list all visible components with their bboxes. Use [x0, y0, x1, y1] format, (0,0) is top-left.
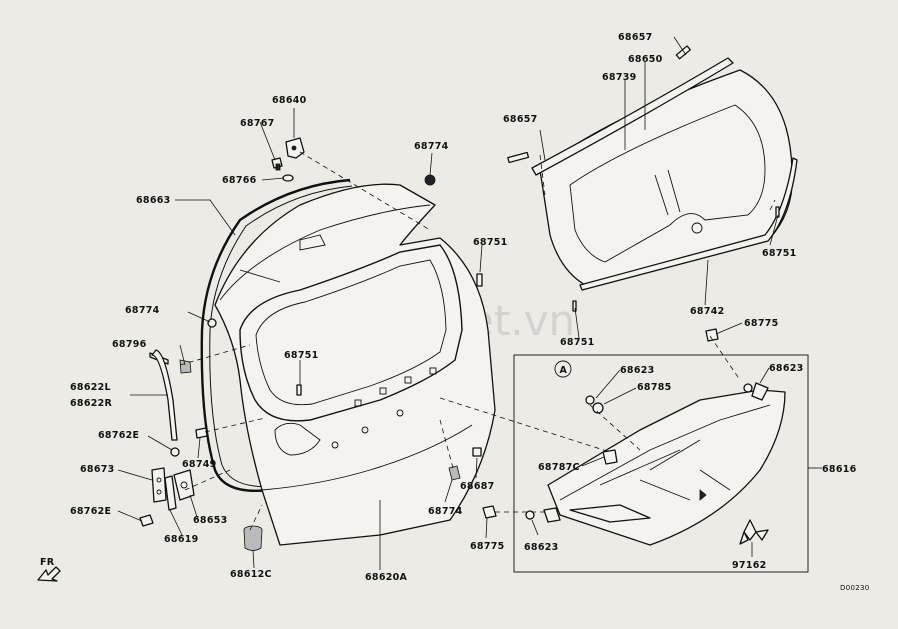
garnish-detail-box — [513, 354, 809, 573]
tailgate-panel — [214, 183, 496, 546]
clip-68775-upper — [705, 328, 719, 342]
part-label: 68774 — [428, 506, 463, 517]
grommet-68774-lower — [448, 465, 461, 481]
part-label: 68785 — [637, 382, 672, 393]
part-label: 68751 — [473, 237, 508, 248]
clip-68787c — [602, 449, 618, 465]
part-label: 68640 — [272, 95, 307, 106]
part-label: 68622L — [70, 382, 111, 393]
part-label: 68775 — [470, 541, 505, 552]
ball-stud-68749 — [195, 427, 208, 439]
front-direction-arrow — [37, 566, 61, 582]
part-label: 68657 — [618, 32, 653, 43]
clip-68657-top — [675, 45, 691, 60]
part-label: 68749 — [182, 459, 217, 470]
part-label: 68766 — [222, 175, 257, 186]
part-label: 68762E — [98, 430, 139, 441]
part-label: 68687 — [460, 481, 495, 492]
part-label: 68751 — [560, 337, 595, 348]
cover-68619 — [164, 475, 177, 511]
top-moulding — [531, 57, 734, 176]
part-label: 68623 — [620, 365, 655, 376]
grommet-68774-left — [207, 318, 217, 328]
garnish-small-emblem — [699, 489, 707, 501]
callout-a-circle — [554, 360, 572, 378]
clip-68657-left — [507, 151, 530, 164]
part-label: 68774 — [414, 141, 449, 152]
clip-68785 — [592, 402, 604, 414]
part-label: 68619 — [164, 534, 199, 545]
part-label: 68663 — [136, 195, 171, 206]
bolt-68767 — [271, 157, 283, 171]
ball-stud-68762e-upper — [170, 447, 180, 457]
bracket-68623-right — [751, 382, 769, 401]
part-label: 68751 — [762, 248, 797, 259]
guide-line — [299, 151, 431, 231]
front-direction-label: FR — [40, 557, 55, 568]
lamp-socket — [543, 507, 561, 523]
cap-68687 — [472, 447, 482, 457]
emblem-97162 — [739, 519, 769, 545]
part-label: 68787C — [538, 462, 580, 473]
leader-lines — [117, 36, 822, 570]
bolt-68762e-lower — [139, 514, 154, 527]
part-label: 68622R — [70, 398, 113, 409]
lower-moulding — [579, 157, 798, 291]
bracket-68653 — [173, 469, 195, 501]
garnish-68616 — [547, 389, 786, 546]
part-label: 68751 — [284, 350, 319, 361]
part-label: 68650 — [628, 54, 663, 65]
bump-stopper-68612c — [243, 525, 263, 551]
part-label: 68623 — [769, 363, 804, 374]
part-label: 68774 — [125, 305, 160, 316]
washer-68766 — [282, 174, 294, 182]
part-label: 68742 — [690, 306, 725, 317]
part-label: 68796 — [112, 339, 147, 350]
part-label: 97162 — [732, 560, 767, 571]
diagram-code: D00230 — [840, 584, 869, 592]
nut-68623-b — [525, 510, 535, 520]
grommet-68774-top — [424, 174, 436, 186]
part-label: 68775 — [744, 318, 779, 329]
part-label: 68620A — [365, 572, 408, 583]
hinge-68640 — [285, 137, 305, 159]
part-label: 68673 — [80, 464, 115, 475]
part-label: 68653 — [193, 515, 228, 526]
part-label: 68657 — [503, 114, 538, 125]
clip-68775-lower — [482, 505, 497, 519]
part-label: 68616 — [822, 464, 857, 475]
part-label: 68623 — [524, 542, 559, 553]
part-label: 68612C — [230, 569, 272, 580]
clip-68751-tailgate — [476, 273, 483, 287]
nut-68623-right — [743, 383, 753, 393]
part-label: 68739 — [602, 72, 637, 83]
nut-68623-a — [585, 395, 595, 405]
callout-a-letter: A — [560, 365, 568, 376]
part-label: 68767 — [240, 118, 275, 129]
bracket-68673 — [151, 467, 167, 503]
clip-68751-inner — [296, 384, 302, 396]
part-label: 68762E — [70, 506, 111, 517]
clip-68751-bottom — [572, 300, 577, 312]
weatherstrip — [200, 178, 351, 492]
gas-strut — [149, 349, 192, 441]
part-labels: 68657 68650 68739 68657 68751 68742 6875… — [70, 32, 869, 592]
